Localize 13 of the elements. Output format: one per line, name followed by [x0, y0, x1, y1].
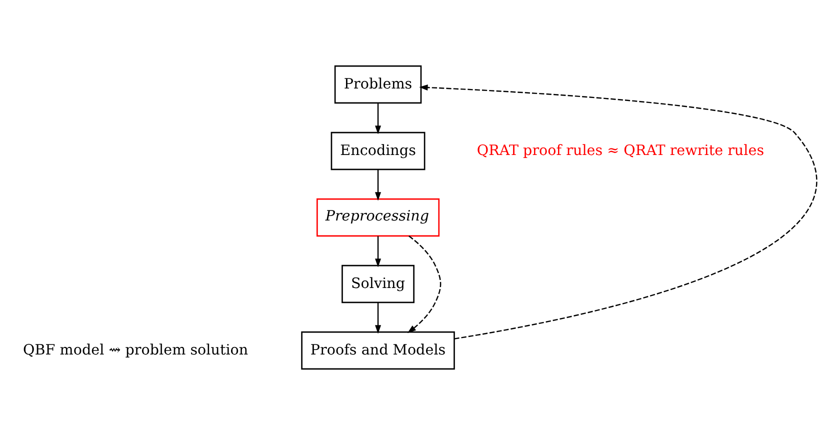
arrow [418, 84, 816, 339]
node-box: Proofs and Models [300, 330, 454, 370]
node-box: Preprocessing [316, 198, 440, 236]
arrow [374, 302, 381, 334]
node-box: Encodings [330, 131, 425, 170]
arrow [406, 235, 441, 333]
arrow [374, 236, 381, 267]
node-box: Problems [334, 64, 422, 104]
label: QRAT proof rules ≈ QRAT rewrite rules [476, 142, 764, 158]
arrow [374, 169, 381, 200]
node-box: Solving [341, 264, 414, 303]
label: QBF model ⇝ problem solution [22, 342, 248, 358]
arrow [374, 102, 381, 134]
